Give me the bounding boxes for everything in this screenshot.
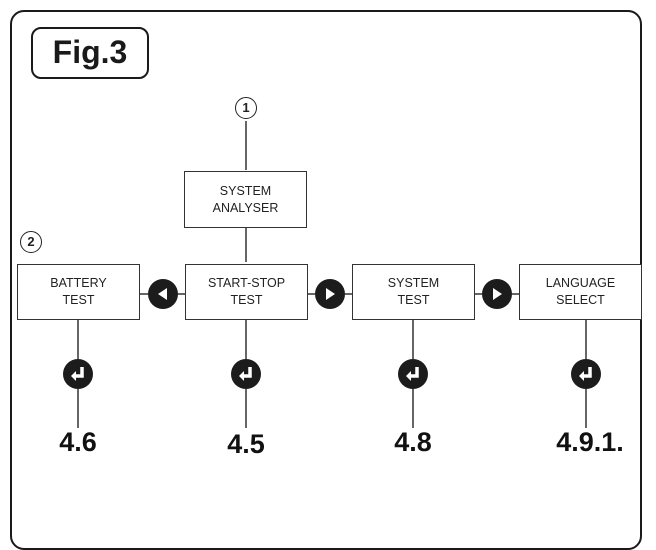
system-test-line-1: SYSTEM [387, 276, 440, 290]
left-arrow-button-icon [148, 279, 178, 309]
battery-test-line-2: TEST [62, 293, 95, 307]
right-arrow-button-icon [482, 279, 512, 309]
enter-button-icon [398, 359, 428, 389]
system-analyser-box: SYSTEM ANALYSER [184, 171, 307, 228]
section-number-language: 4.9.1. [556, 427, 624, 457]
system-analyser-line-1: SYSTEM [219, 183, 272, 198]
enter-button-icon [231, 359, 261, 389]
system-test-line-2: TEST [397, 293, 430, 307]
system-test-box: SYSTEM TEST [352, 264, 475, 320]
enter-button-icon [571, 359, 601, 389]
battery-test-box: BATTERY TEST [17, 264, 140, 320]
start-stop-test-box: START-STOP TEST [185, 264, 308, 320]
section-number-system: 4.8 [394, 427, 432, 457]
enter-button-icon [63, 359, 93, 389]
section-number-battery: 4.6 [59, 427, 97, 457]
marker-2: 2 [20, 231, 42, 253]
start-stop-test-line-2: TEST [230, 293, 263, 307]
language-select-box: LANGUAGE SELECT [519, 264, 642, 320]
section-number-start-stop: 4.5 [227, 429, 265, 459]
figure-title: Fig.3 [31, 27, 149, 79]
start-stop-test-line-1: START-STOP [207, 276, 286, 290]
right-arrow-button-icon [315, 279, 345, 309]
language-select-line-2: SELECT [556, 293, 605, 307]
system-analyser-line-2: ANALYSER [212, 200, 279, 215]
language-select-line-1: LANGUAGE [545, 276, 616, 290]
battery-test-line-1: BATTERY [50, 276, 107, 290]
marker-1: 1 [235, 97, 257, 119]
